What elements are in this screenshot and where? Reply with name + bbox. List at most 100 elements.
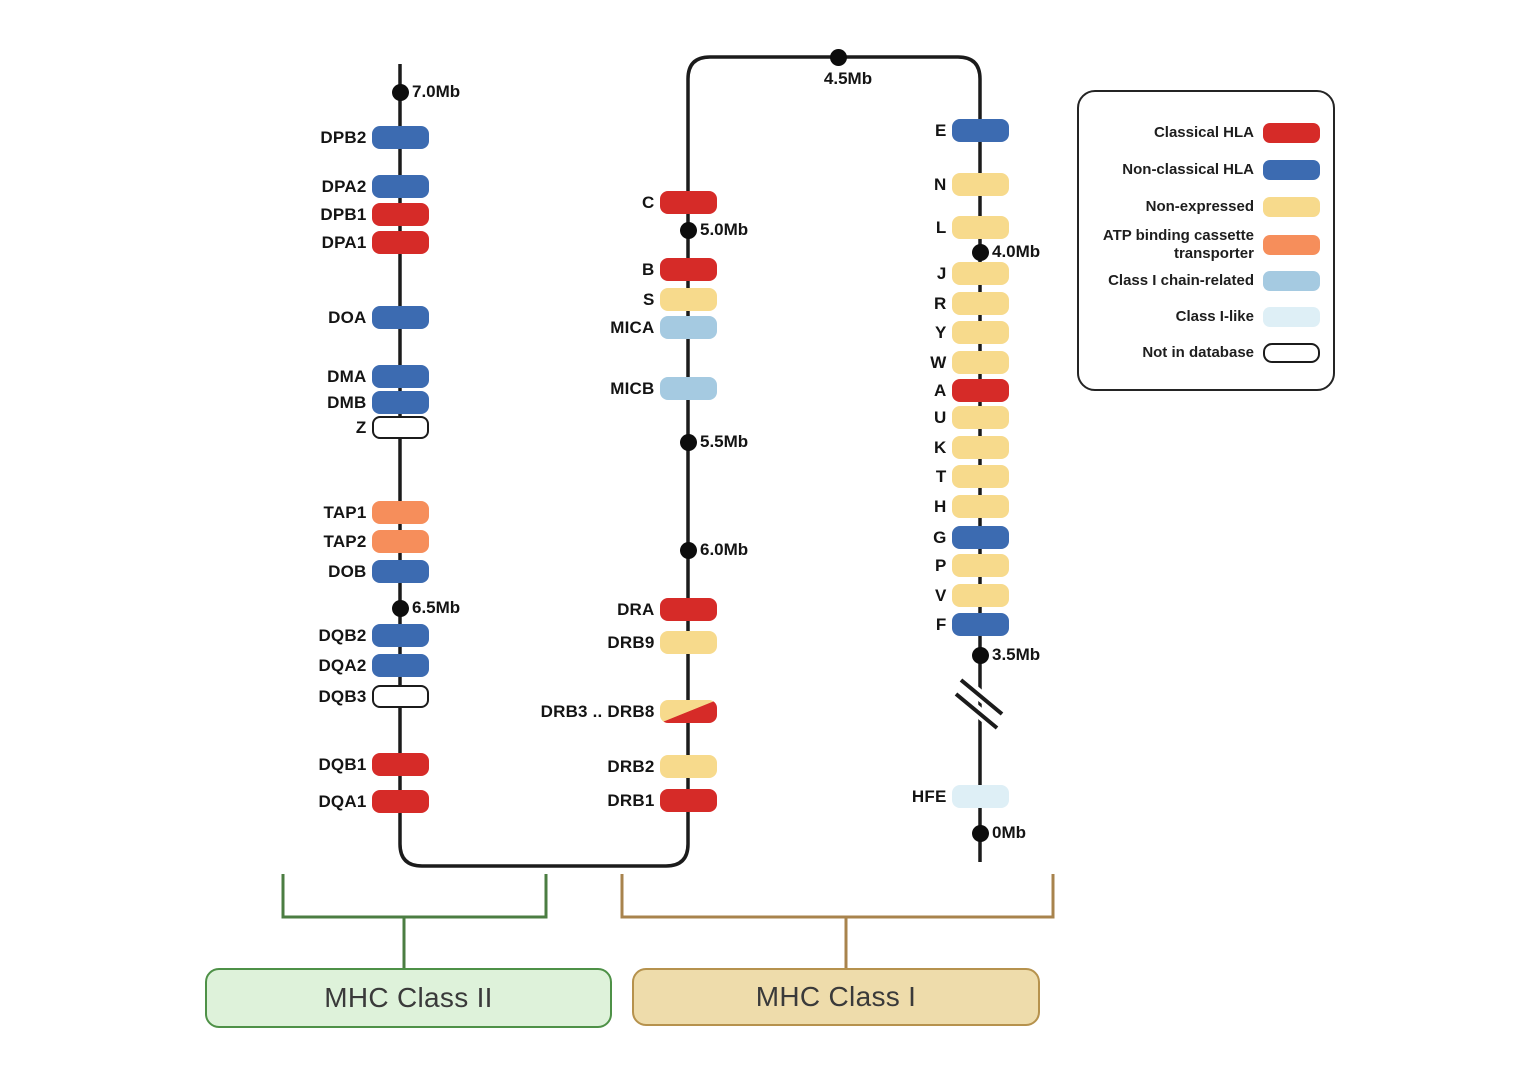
gene-dpa2: DPA2 [322, 175, 429, 198]
gene-box [659, 316, 717, 339]
gene-box [659, 755, 717, 778]
gene-label: DMA [327, 366, 367, 386]
gene-label: DOA [328, 307, 367, 327]
gene-box [951, 173, 1009, 196]
gene-drb2: DRB2 [607, 755, 717, 778]
gene-label: N [934, 174, 947, 194]
gene-mica: MICA [610, 316, 717, 339]
gene-dqa1: DQA1 [318, 790, 429, 813]
gene-box [371, 530, 429, 553]
gene-label: MICB [610, 378, 655, 398]
gene-label: DQB1 [318, 754, 367, 774]
gene-box [659, 377, 717, 400]
gene-dpa1: DPA1 [322, 231, 429, 254]
legend-swatch [1263, 123, 1320, 143]
gene-y: Y [935, 321, 1009, 344]
gene-c: C [642, 191, 717, 214]
gene-box [951, 554, 1009, 577]
gene-box [371, 560, 429, 583]
gene-dmb: DMB [327, 391, 429, 414]
gene-box [951, 526, 1009, 549]
gene-label: B [642, 259, 655, 279]
gene-dra: DRA [617, 598, 717, 621]
gene-box [951, 262, 1009, 285]
gene-s: S [643, 288, 717, 311]
gene-box [951, 351, 1009, 374]
gene-dma: DMA [327, 365, 429, 388]
gene-label: Z [355, 417, 367, 437]
gene-a: A [934, 379, 1009, 402]
gene-n: N [934, 173, 1009, 196]
position-label: 7.0Mb [412, 82, 461, 101]
gene-box [951, 613, 1009, 636]
gene-box [371, 654, 429, 677]
gene-box [659, 191, 717, 214]
gene-box [659, 288, 717, 311]
gene-label: DQB2 [318, 625, 367, 645]
legend-item: Class I chain-related [1089, 261, 1320, 301]
gene-label: S [642, 289, 655, 309]
gene-label: F [935, 614, 947, 634]
gene-f: F [936, 613, 1009, 636]
gene-label: DRB1 [607, 790, 655, 810]
legend-item: ATP binding cassette transporter [1089, 225, 1320, 265]
gene-l: L [936, 216, 1009, 239]
gene-label: L [935, 217, 947, 237]
position-dot-icon [971, 243, 989, 261]
position-dot-icon [829, 48, 847, 66]
gene-label: DMB [327, 392, 367, 412]
gene-label: DPB1 [320, 204, 367, 224]
gene-box [371, 175, 429, 198]
legend-swatch [1263, 160, 1320, 180]
gene-k: K [934, 436, 1009, 459]
legend: Classical HLA Non-classical HLA Non-expr… [1077, 90, 1335, 391]
gene-z: Z [356, 416, 429, 439]
gene-dqa2: DQA2 [318, 654, 429, 677]
position-label: 6.0Mb [700, 540, 749, 559]
gene-label: TAP1 [323, 502, 367, 522]
gene-dqb3: DQB3 [318, 685, 429, 708]
position-label: 5.0Mb [700, 220, 749, 239]
gene-box [371, 624, 429, 647]
position-label: 3.5Mb [992, 645, 1041, 664]
position-label: 0Mb [992, 823, 1026, 842]
gene-label: U [934, 407, 947, 427]
gene-e: E [935, 119, 1009, 142]
gene-label: V [934, 585, 947, 605]
legend-item-label: Non-expressed [1145, 198, 1254, 215]
gene-micb: MICB [610, 377, 717, 400]
position-label: 6.5Mb [412, 598, 461, 617]
gene-box [659, 700, 717, 723]
gene-box [371, 365, 429, 388]
gene-label: DRB9 [607, 632, 655, 652]
gene-box [371, 203, 429, 226]
gene-label: DOB [328, 561, 367, 581]
gene-dqb1: DQB1 [318, 753, 429, 776]
gene-b: B [642, 258, 717, 281]
gene-dob: DOB [328, 560, 429, 583]
gene-label: DQA2 [318, 655, 367, 675]
legend-item-label: ATP binding cassette transporter [1102, 227, 1254, 262]
legend-swatch [1263, 197, 1320, 217]
legend-swatch [1263, 343, 1320, 363]
gene-box [659, 258, 717, 281]
gene-label: DRB3 .. DRB8 [540, 701, 655, 721]
gene-box [951, 292, 1009, 315]
position-dot-icon [391, 599, 409, 617]
gene-v: V [935, 584, 1009, 607]
gene-box [371, 501, 429, 524]
position-dot-icon [679, 221, 697, 239]
gene-box [659, 789, 717, 812]
gene-w: W [930, 351, 1009, 374]
gene-t: T [936, 465, 1009, 488]
gene-tap1: TAP1 [324, 501, 429, 524]
legend-item-label: Not in database [1142, 344, 1254, 361]
gene-box [951, 436, 1009, 459]
gene-label: DRB2 [607, 756, 655, 776]
gene-g: G [933, 526, 1009, 549]
gene-j: J [937, 262, 1009, 285]
gene-dqb2: DQB2 [318, 624, 429, 647]
gene-label: G [933, 527, 947, 547]
